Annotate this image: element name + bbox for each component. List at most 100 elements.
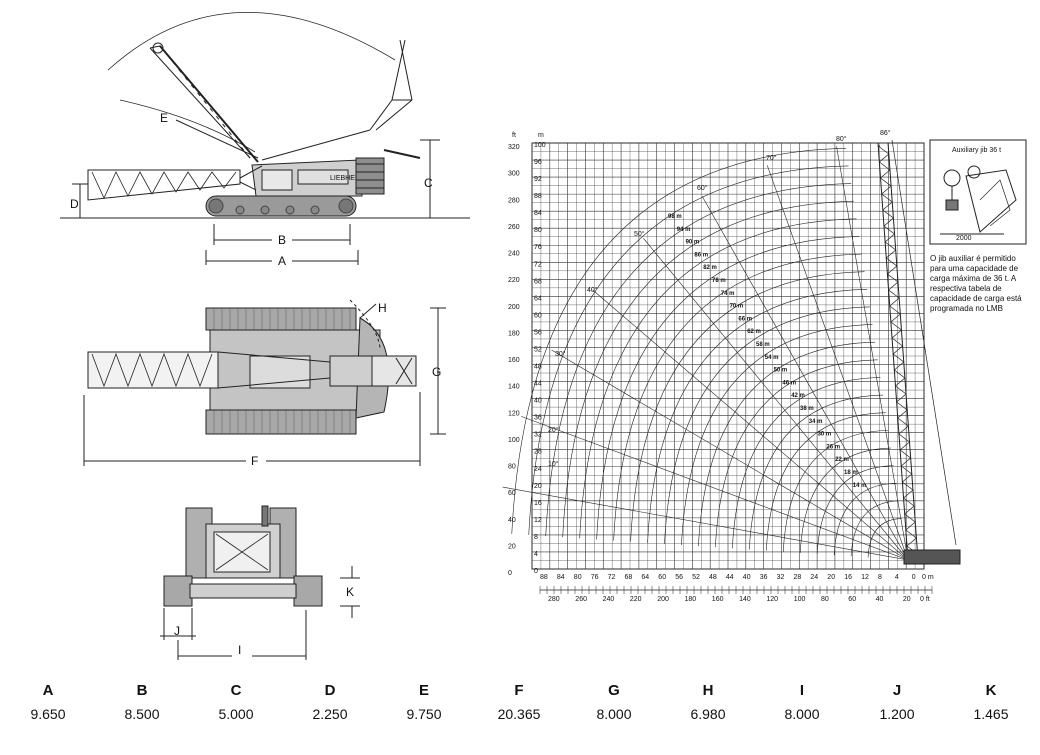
y-tick-m: 84 <box>534 210 542 217</box>
x-tick-ft: 60 <box>848 596 856 603</box>
radius-arc <box>867 518 902 558</box>
y-tick-m: 20 <box>534 483 542 490</box>
dimension-header: A <box>42 682 54 699</box>
y-tick-m: 60 <box>534 312 542 319</box>
y-tick-ft: 240 <box>508 251 520 258</box>
y-tick-m: 56 <box>534 329 542 336</box>
angle-label: 50° <box>634 230 645 238</box>
angle-label: 86° <box>880 129 891 137</box>
radius-label: 42 m <box>791 393 805 399</box>
grid-line <box>766 165 909 561</box>
x-tick-m: 40 <box>743 574 751 581</box>
radius-label: 50 m <box>774 368 788 374</box>
radius-label: 66 m <box>738 316 752 322</box>
y-unit-m: m <box>538 132 544 139</box>
grid-line <box>551 349 909 561</box>
angle-label: 70° <box>766 154 777 162</box>
x-tick-m: 12 <box>861 574 869 581</box>
dim-label-j: J <box>174 624 180 638</box>
x-tick-m: 32 <box>777 574 785 581</box>
radius-arc <box>765 412 886 551</box>
radius-label: 18 m <box>844 470 858 476</box>
radius-arc <box>681 324 873 546</box>
radius-arc <box>749 394 884 550</box>
grid-line <box>643 238 909 561</box>
radius-arc <box>562 200 854 538</box>
dimension-value: 9.750 <box>406 706 442 722</box>
radius-label: 70 m <box>730 304 744 310</box>
radius-label: 46 m <box>782 380 796 386</box>
y-tick-ft: 140 <box>508 384 520 391</box>
dimension-value: 8.000 <box>784 706 820 722</box>
radius-label: 82 m <box>703 265 717 271</box>
radius-label: 98 m <box>668 214 682 220</box>
radius-labels: 98 m94 m90 m86 m82 m78 m74 m70 m66 m62 m… <box>668 214 866 489</box>
y-tick-ft: 320 <box>508 144 520 151</box>
y-tick-ft: 20 <box>508 543 516 550</box>
angle-label: 10° <box>548 460 559 468</box>
radius-label: 34 m <box>809 419 823 425</box>
x-tick-ft: 180 <box>685 596 697 603</box>
y-tick-m: 12 <box>534 517 542 524</box>
angle-label: 80° <box>836 135 847 143</box>
dim-label-h: H <box>378 301 387 315</box>
radius-arc <box>511 147 846 534</box>
crane-top-view <box>83 299 446 466</box>
radius-arc <box>799 447 892 553</box>
radius-label: 22 m <box>835 457 849 463</box>
radius-arc <box>647 289 868 543</box>
radius-label: 94 m <box>677 227 691 233</box>
x-tick-ft: 80 <box>821 596 829 603</box>
dimension-value: 8.000 <box>596 706 632 722</box>
crane-drawing-sheet: LIEBHERR <box>60 11 1027 660</box>
angle-label: 60° <box>697 184 708 192</box>
chart-grid <box>531 142 925 570</box>
y-tick-ft: 280 <box>508 197 520 204</box>
x-tick-ft: 160 <box>712 596 724 603</box>
radius-arc <box>579 218 857 539</box>
auxiliary-jib-title: Auxiliary jib 36 t <box>952 147 1002 154</box>
y-tick-m: 44 <box>534 381 542 388</box>
y-tick-m: 28 <box>534 449 542 456</box>
y-tick-m: 68 <box>534 278 542 285</box>
radius-arc <box>698 341 876 547</box>
y-tick-m: 36 <box>534 415 542 422</box>
grid-line <box>592 289 909 561</box>
dim-label-b: B <box>278 233 286 247</box>
radius-label: 86 m <box>694 252 708 258</box>
y-axis-labels: 3203002802602402202001801601401201008060… <box>508 142 546 577</box>
auxiliary-jib-note: O jib auxiliar é permitido para uma capa… <box>930 254 1022 313</box>
radius-label: 26 m <box>826 444 840 450</box>
x-tick-m: 64 <box>641 574 649 581</box>
dimension-header: D <box>324 682 336 699</box>
dim-label-d: D <box>70 197 79 211</box>
x-tick-m: 76 <box>591 574 599 581</box>
radius-arc <box>545 183 852 537</box>
auxiliary-jib-inset <box>929 139 1027 245</box>
radius-arc <box>732 377 881 549</box>
radius-arc <box>664 306 870 544</box>
radius-label: 62 m <box>747 329 761 335</box>
x-unit-m: 0 m <box>922 574 934 581</box>
radius-arcs <box>511 147 902 558</box>
dimension-value: 1.200 <box>879 706 915 722</box>
dimension-header: B <box>136 682 148 699</box>
x-tick-m: 4 <box>895 574 899 581</box>
x-tick-m: 80 <box>574 574 582 581</box>
x-tick-m: 24 <box>810 574 818 581</box>
angle-rays: 86°80°70°60°50°40°30°20°10° <box>502 129 909 561</box>
angle-label: 20° <box>548 426 559 434</box>
radius-label: 74 m <box>721 291 735 297</box>
x-tick-ft: 120 <box>766 596 778 603</box>
tower-mast <box>877 139 961 565</box>
y-tick-m: 76 <box>534 244 542 251</box>
svg-text:LIEBHERR: LIEBHERR <box>330 175 365 182</box>
y-tick-ft: 220 <box>508 277 520 284</box>
